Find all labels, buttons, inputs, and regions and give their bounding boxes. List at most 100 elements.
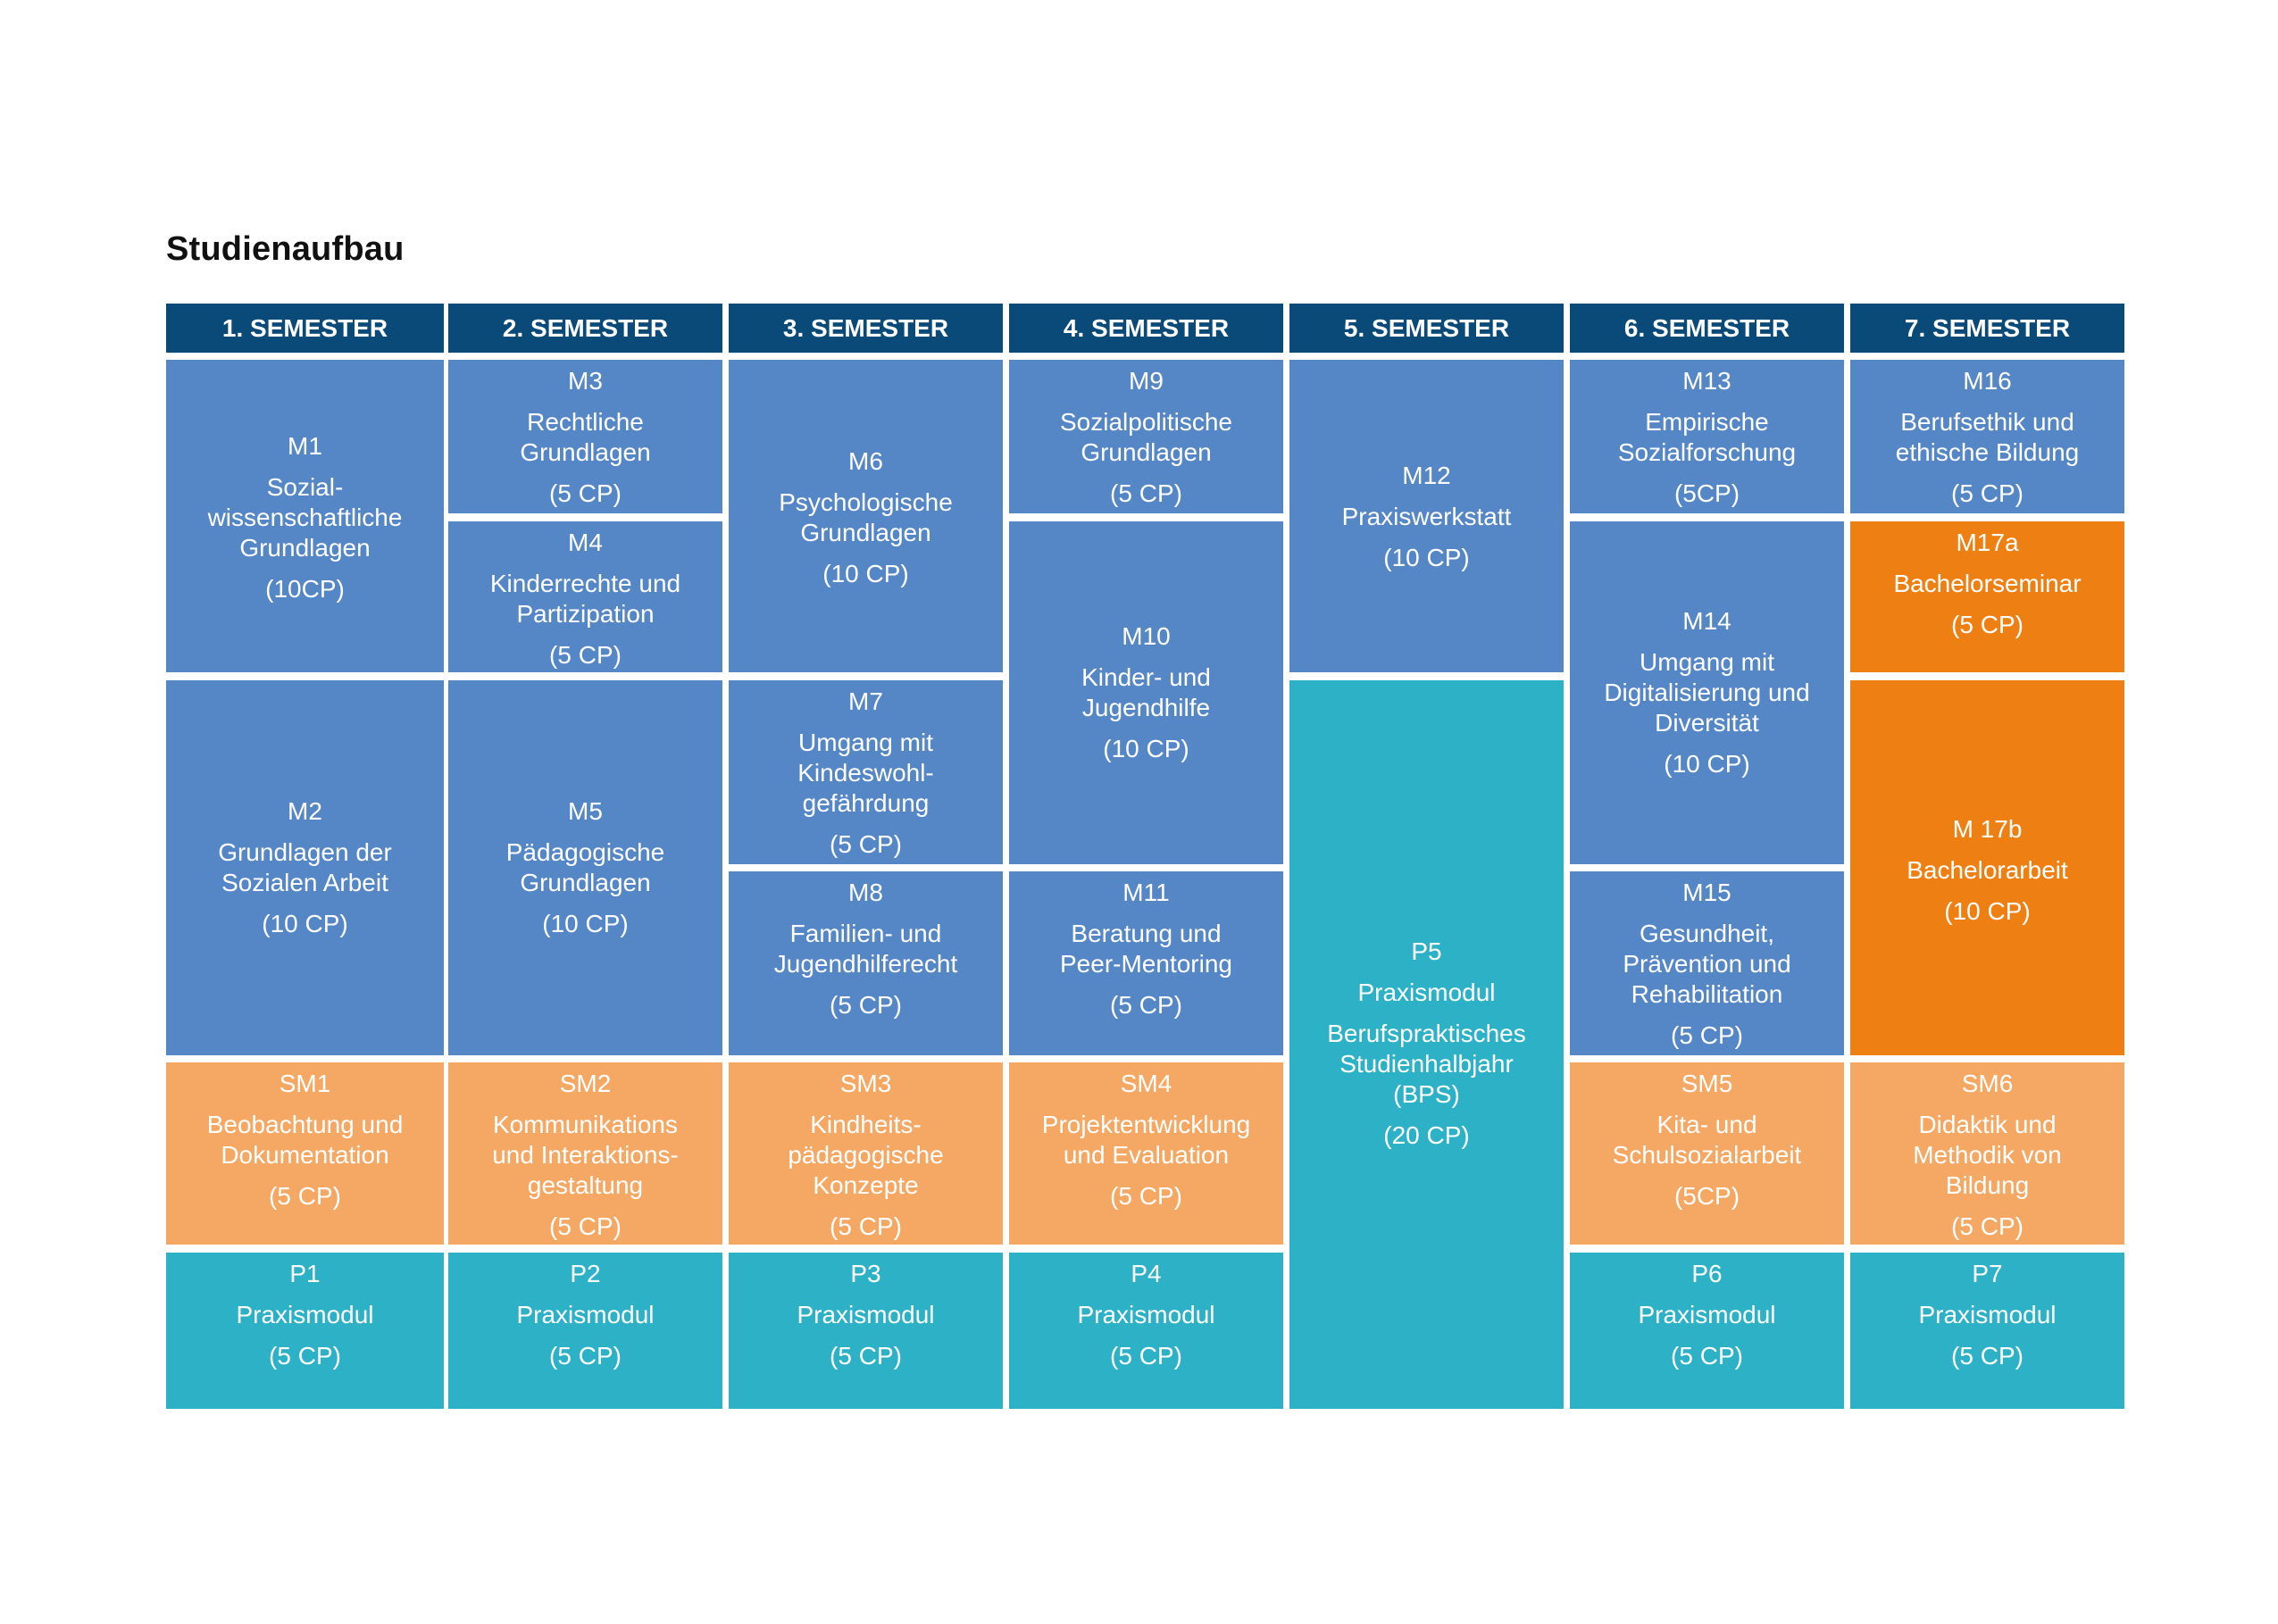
semester-2-header: 2. SEMESTER xyxy=(448,304,722,353)
module-p6: P6 Praxismodul (5 CP) xyxy=(1570,1253,1844,1409)
module-credits: (5 CP) xyxy=(549,641,622,669)
module-title: Praxismodul xyxy=(797,1301,935,1328)
module-title: Praxismodul xyxy=(1077,1301,1215,1328)
semester-7-header: 7. SEMESTER xyxy=(1850,304,2124,353)
module-p7: P7 Praxismodul (5 CP) xyxy=(1850,1253,2124,1409)
module-credits: (5 CP) xyxy=(1110,1182,1182,1210)
module-p2: P2 Praxismodul (5 CP) xyxy=(448,1253,722,1409)
module-credits: (5 CP) xyxy=(1110,1342,1182,1370)
module-code: M8 xyxy=(848,879,883,906)
module-title: Bachelorseminar xyxy=(1893,570,2082,597)
module-m17b: M 17b Bachelorarbeit (10 CP) xyxy=(1850,680,2124,1055)
module-code: P2 xyxy=(570,1260,601,1287)
module-credits: (5 CP) xyxy=(1671,1021,1743,1049)
module-code: M3 xyxy=(568,367,603,395)
module-credits: (10 CP) xyxy=(262,910,348,937)
module-credits: (5CP) xyxy=(1673,479,1740,507)
module-p1: P1 Praxismodul (5 CP) xyxy=(166,1253,444,1409)
module-credits: (5 CP) xyxy=(830,830,902,858)
module-credits: (20 CP) xyxy=(1383,1121,1470,1149)
module-code: SM2 xyxy=(559,1070,612,1097)
module-title: Praxismodul xyxy=(236,1301,374,1328)
module-code: M10 xyxy=(1122,622,1171,650)
module-p3: P3 Praxismodul (5 CP) xyxy=(729,1253,1003,1409)
module-credits: (5 CP) xyxy=(830,1212,902,1240)
semester-6-header: 6. SEMESTER xyxy=(1570,304,1844,353)
semester-5-header: 5. SEMESTER xyxy=(1289,304,1564,353)
module-code: P5 xyxy=(1411,937,1442,965)
module-code: M1 xyxy=(288,432,322,460)
module-code: M14 xyxy=(1682,607,1731,635)
module-credits: (10 CP) xyxy=(1944,897,2031,925)
module-title: Praxismodul xyxy=(1357,979,1496,1006)
module-title: Praxismodul xyxy=(516,1301,655,1328)
module-code: SM5 xyxy=(1681,1070,1733,1097)
module-code: SM4 xyxy=(1120,1070,1172,1097)
module-credits: (5 CP) xyxy=(1671,1342,1743,1370)
module-code: M11 xyxy=(1122,879,1170,906)
module-code: M7 xyxy=(848,687,883,715)
module-credits: (5 CP) xyxy=(1951,611,2023,638)
module-m12: M12 Praxiswerkstatt (10 CP) xyxy=(1289,360,1564,672)
module-credits: (5 CP) xyxy=(1951,479,2023,507)
module-credits: (5 CP) xyxy=(830,991,902,1019)
module-code: M4 xyxy=(568,529,603,556)
module-credits: (10 CP) xyxy=(1664,750,1750,778)
module-credits: (5 CP) xyxy=(830,1342,902,1370)
module-credits: (5 CP) xyxy=(549,479,622,507)
module-credits: (5CP) xyxy=(1673,1182,1740,1210)
module-code: M13 xyxy=(1682,367,1731,395)
module-code: SM3 xyxy=(839,1070,892,1097)
module-title: Praxismodul xyxy=(1638,1301,1776,1328)
module-title: Praxismodul xyxy=(1918,1301,2057,1328)
module-code: P3 xyxy=(850,1260,881,1287)
module-code: M 17b xyxy=(1952,815,2023,843)
module-code: P4 xyxy=(1131,1260,1162,1287)
module-credits: (5 CP) xyxy=(269,1182,341,1210)
module-p4: P4 Praxismodul (5 CP) xyxy=(1009,1253,1283,1409)
module-credits: (10CP) xyxy=(265,575,345,603)
module-m17a: M17a Bachelorseminar (5 CP) xyxy=(1850,521,2124,672)
module-code: M17a xyxy=(1956,529,2019,556)
module-code: M5 xyxy=(568,797,603,825)
module-code: M2 xyxy=(288,797,322,825)
module-code: M6 xyxy=(848,447,883,475)
module-code: M15 xyxy=(1682,879,1731,906)
module-title: Bachelorarbeit xyxy=(1907,856,2068,884)
module-code: SM6 xyxy=(1961,1070,2014,1097)
